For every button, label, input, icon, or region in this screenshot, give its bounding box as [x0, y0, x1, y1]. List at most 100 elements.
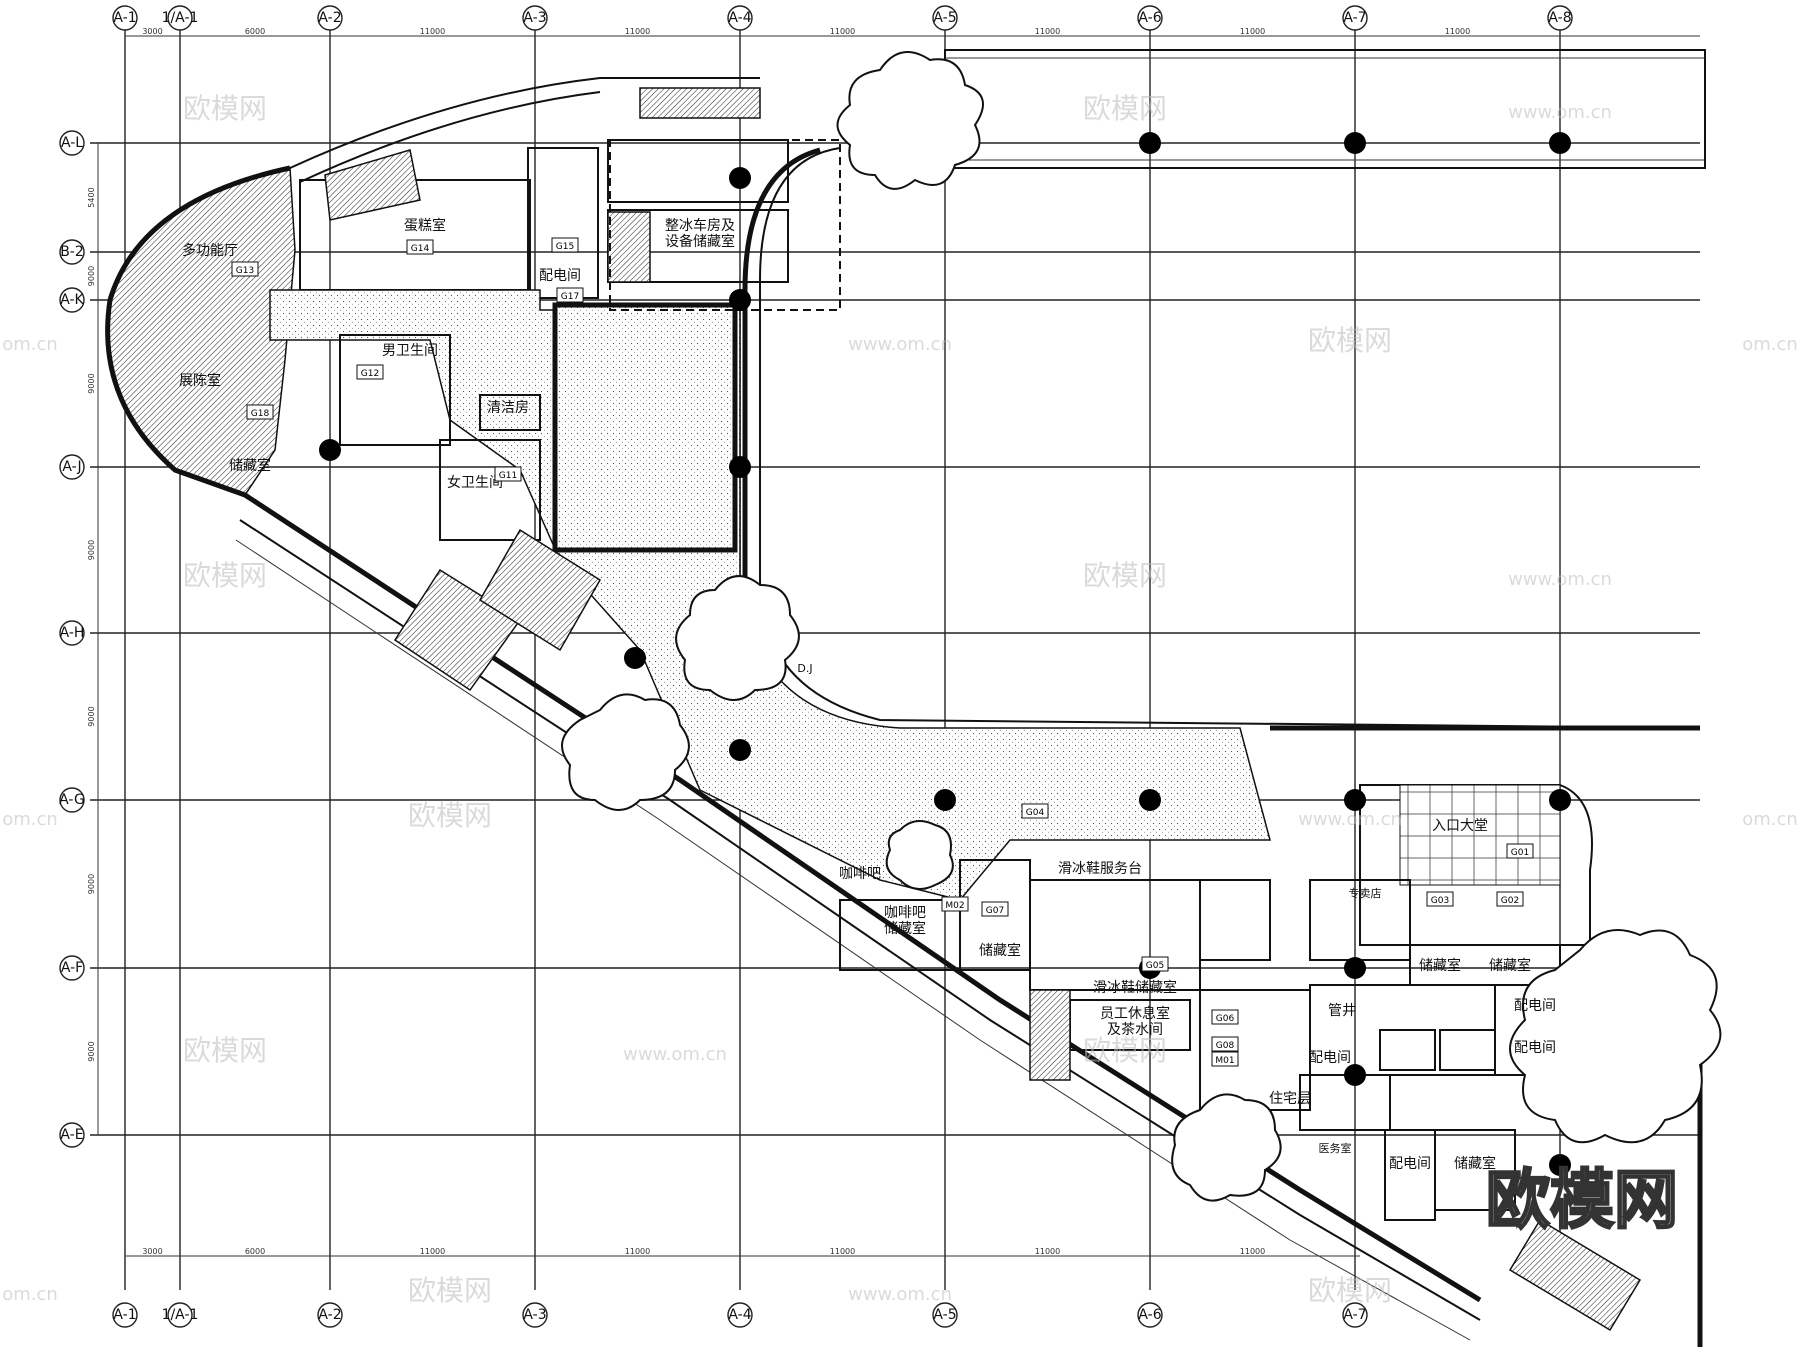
svg-text:A-J: A-J [62, 459, 81, 475]
dimension-left: 9000 [87, 1041, 96, 1061]
watermark-edge-url: om.cn [1742, 809, 1798, 830]
svg-text:G05: G05 [1146, 961, 1164, 971]
room-tag: G13 [231, 261, 259, 277]
watermark-text: 欧模网 [183, 559, 267, 592]
svg-text:A-3: A-3 [523, 1307, 546, 1323]
grid-bubble-bottom-A-1: A-1 [112, 1302, 138, 1328]
room-tag: G06 [1211, 1009, 1239, 1025]
dimension-bottom: 11000 [625, 1247, 650, 1256]
room-tags: G15G17G13G18G12G11G14G04G05G01G02G03G06G… [231, 237, 1534, 1067]
watermark-url: www.om.cn [848, 334, 952, 355]
room-tag: M02 [941, 896, 969, 912]
grid-bubble-top-A-4: A-4 [727, 5, 753, 31]
svg-text:G04: G04 [1026, 808, 1045, 818]
label-ice-car-2: 设备储藏室 [665, 233, 735, 250]
dimension-bottom: 11000 [420, 1247, 445, 1256]
svg-text:G12: G12 [361, 369, 379, 379]
svg-text:G15: G15 [556, 242, 574, 252]
grid-bubble-left-A-F: A-F [59, 955, 85, 981]
dimension-top: 3000 [142, 27, 162, 36]
svg-text:G17: G17 [561, 292, 579, 302]
svg-text:A-4: A-4 [728, 10, 751, 26]
svg-text:A-8: A-8 [1548, 10, 1571, 26]
dimension-bottom: 11000 [1035, 1247, 1060, 1256]
label-shop: 专卖店 [1349, 886, 1382, 900]
room-tag: G07 [981, 901, 1009, 917]
watermark-text: 欧模网 [1083, 559, 1167, 592]
grid-bubble-top-A-8: A-8 [1547, 5, 1573, 31]
label-ice-car: 整冰车房及 [665, 217, 735, 234]
svg-text:A-2: A-2 [318, 1307, 341, 1323]
watermark-text: 欧模网 [1083, 92, 1167, 125]
tree-lower-left [561, 693, 690, 811]
label-storage-right-2: 储藏室 [1489, 957, 1531, 974]
dimension-top: 11000 [830, 27, 855, 36]
svg-text:A-E: A-E [60, 1127, 83, 1143]
watermarks: 欧模网欧模网欧模网欧模网欧模网欧模网欧模网欧模网欧模网欧模网www.om.cnw… [2, 92, 1798, 1307]
dimension-top: 11000 [625, 27, 650, 36]
dimension-bottom: 11000 [830, 1247, 855, 1256]
label-residents: 住宅层 [1269, 1091, 1311, 1107]
watermark-text: 欧模网 [183, 92, 267, 125]
label-cleaning: 清洁房 [487, 400, 529, 416]
column [729, 289, 751, 311]
column [729, 167, 751, 189]
watermark-edge-url: om.cn [2, 809, 58, 830]
grid-bubble-top-A-7: A-7 [1342, 5, 1368, 31]
svg-text:M01: M01 [1215, 1056, 1234, 1066]
svg-text:B-2: B-2 [60, 244, 84, 260]
grid-bubble-bottom-A-4: A-4 [727, 1302, 753, 1328]
dimension-left: 5400 [87, 187, 96, 207]
column [1549, 789, 1571, 811]
watermark-text: 欧模网 [408, 1274, 492, 1307]
label-coffee-store: 咖啡吧 [884, 905, 926, 921]
column [1549, 1154, 1571, 1176]
column [1139, 132, 1161, 154]
column [1344, 1064, 1366, 1086]
label-coffee-bar: 咖啡吧 [839, 866, 881, 882]
watermark-edge-url: om.cn [1742, 334, 1798, 355]
dimension-left: 9000 [87, 266, 96, 286]
label-staff-rest: 员工休息室 [1100, 1005, 1170, 1022]
label-warehouse-left: 展陈室 [179, 372, 221, 389]
watermark-text: 欧模网 [408, 799, 492, 832]
svg-text:G13: G13 [236, 266, 254, 276]
svg-text:A-7: A-7 [1343, 10, 1366, 26]
watermark-url: www.om.cn [848, 1284, 952, 1305]
dimension-left: 9000 [87, 706, 96, 726]
watermark-edge-url: om.cn [2, 1284, 58, 1305]
grid-bubble-bottom-A-3: A-3 [522, 1302, 548, 1328]
svg-text:A-G: A-G [59, 792, 85, 808]
svg-text:A-H: A-H [60, 625, 85, 641]
watermark-text: 欧模网 [1308, 1274, 1392, 1307]
watermark-url: www.om.cn [1508, 569, 1612, 590]
column [729, 739, 751, 761]
svg-text:A-L: A-L [61, 135, 83, 151]
label-medical: 医务室 [1319, 1141, 1352, 1155]
svg-text:M02: M02 [945, 901, 964, 911]
svg-text:G03: G03 [1431, 896, 1449, 906]
dimension-top: 11000 [1240, 27, 1265, 36]
label-men-wc: 男卫生间 [382, 343, 438, 359]
label-storage-right-1: 储藏室 [1419, 957, 1461, 974]
watermark-url: www.om.cn [1508, 102, 1612, 123]
svg-text:G06: G06 [1216, 1014, 1235, 1024]
dimension-bottom: 3000 [142, 1247, 162, 1256]
room-tag: G17 [556, 287, 584, 303]
dimension-top: 11000 [420, 27, 445, 36]
room-tag: M01 [1211, 1051, 1239, 1067]
grid-bubble-top-A-2: A-2 [317, 5, 343, 31]
svg-text:A-7: A-7 [1343, 1307, 1366, 1323]
watermark-url: www.om.cn [623, 1044, 727, 1065]
label-pipe: 管井 [1328, 1003, 1356, 1019]
grid-bubble-top-A-6: A-6 [1137, 5, 1163, 31]
grid-bubble-bottom-A-5: A-5 [932, 1302, 958, 1328]
svg-text:A-1: A-1 [113, 10, 136, 26]
label-power-room-5: 配电间 [1389, 1156, 1431, 1172]
column [1344, 789, 1366, 811]
svg-text:A-K: A-K [60, 292, 84, 308]
svg-text:1/A-1: 1/A-1 [162, 10, 199, 26]
dimension-top: 11000 [1035, 27, 1060, 36]
label-skate-rental: 滑冰鞋服务台 [1058, 860, 1142, 877]
label-storage-mid: 储藏室 [979, 942, 1021, 959]
